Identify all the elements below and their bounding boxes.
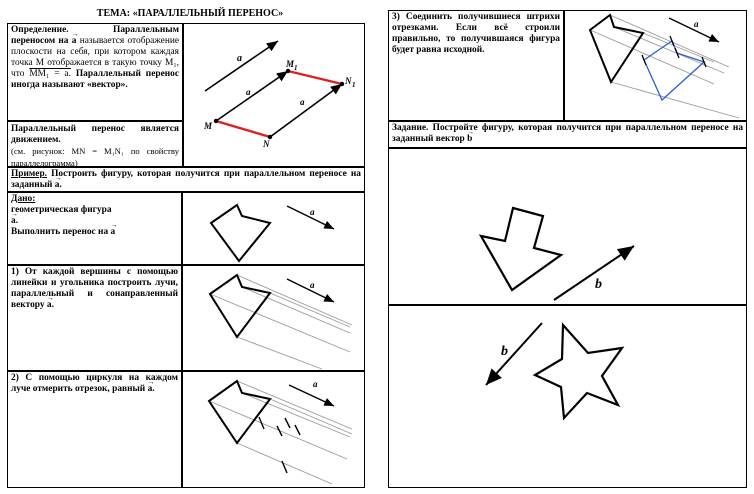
given-cell: Дано: геометрическая фигура a. Выполнить…	[7, 192, 182, 265]
task-figure1: b	[478, 206, 635, 301]
step2-figure: a	[207, 379, 353, 485]
step1-figure-cell	[182, 265, 365, 371]
step3-figure: a	[588, 13, 740, 119]
label-a-right: a	[300, 97, 305, 107]
step3-text: 3) Соединить получившиеся штрихи отрезка…	[392, 12, 560, 55]
step2-vector-a	[288, 384, 335, 407]
given-vector-a	[286, 205, 335, 230]
label-M1: M	[285, 59, 295, 69]
label-N1: N	[344, 76, 352, 86]
definition-text: Определение. Параллельным переносом на a…	[8, 24, 182, 92]
task-figure2: b	[485, 322, 625, 421]
step1-vector-a	[286, 278, 335, 303]
step1-shape	[208, 273, 272, 339]
movement-line2: (см. рисунок: MN = M₁N₁ по свойству пара…	[11, 146, 179, 168]
movement-cell: Параллельный перенос является движением.…	[7, 121, 183, 168]
parallelogram-figure-cell	[183, 23, 365, 167]
segment-MM1	[215, 70, 289, 122]
task-vector-b-label: b	[595, 277, 602, 292]
step3-original-shape	[588, 13, 645, 85]
task-vector-b	[553, 245, 635, 301]
task-vector-b-2-label: b	[501, 344, 508, 359]
label-a-mid: a	[246, 87, 251, 97]
vector-a-label: a	[237, 53, 242, 64]
given-task: Выполнить перенос на	[11, 227, 109, 237]
segment-NN1	[269, 83, 343, 138]
parallelogram-figure: a a a M N M 1 N 1	[203, 40, 356, 149]
step2-figure-cell	[182, 371, 365, 488]
step1-vector-a-label: a	[310, 280, 315, 290]
step2-shape	[207, 379, 272, 445]
step3-cell: 3) Соединить получившиеся штрихи отрезка…	[388, 10, 564, 121]
given-shape	[209, 203, 272, 263]
label-N: N	[262, 139, 270, 149]
task-vector-b-2	[485, 322, 543, 386]
example-text: Построить фигуру, которая получится при …	[11, 169, 361, 190]
step2-vector-a-label: a	[313, 379, 318, 389]
label-N1-sub: 1	[352, 81, 356, 89]
segment-MN	[215, 119, 271, 139]
step3-vector-a	[668, 17, 720, 43]
label-M: M	[203, 121, 213, 131]
step1-figure: a	[208, 273, 353, 370]
step3-translated-shape	[643, 40, 706, 102]
movement-line1: Параллельный перенос является движением.	[11, 124, 179, 145]
task-figure2-cell	[388, 305, 747, 488]
definition-cell: Определение. Параллельным переносом на a…	[7, 23, 183, 121]
given-line1: геометрическая фигура	[11, 205, 112, 215]
task-figure1-cell	[388, 148, 747, 305]
step2-text: 2) С помощью циркуля на каждом луче отме…	[11, 373, 178, 394]
step3-figure-cell	[564, 10, 747, 121]
task-cell: Задание. Постройте фигуру, которая получ…	[388, 121, 747, 148]
definition-formula: MM₁ = a.	[29, 69, 71, 79]
segment-M1N1	[287, 69, 343, 86]
task-arrow-shape	[478, 206, 564, 292]
vector-a-arrow	[204, 40, 279, 92]
step1-cell: 1) От каждой вершины с помощью линейки и…	[7, 265, 182, 371]
step2-cell: 2) С помощью циркуля на каждом луче отме…	[7, 371, 182, 488]
step3-vector-a-label: a	[694, 19, 699, 29]
given-head: Дано:	[11, 194, 36, 204]
label-M1-sub: 1	[294, 64, 298, 72]
example-cell: Пример. Построить фигуру, которая получи…	[7, 167, 365, 192]
given-vector-a-label: a	[310, 207, 315, 217]
given-line2: a.	[11, 209, 18, 227]
given-figure-cell	[182, 192, 365, 265]
page-title: ТЕМА: «ПАРАЛЛЕЛЬНЫЙ ПЕРЕНОС»	[96, 8, 284, 19]
task-star-shape	[532, 322, 625, 421]
given-figure: a	[209, 203, 335, 263]
task-lead: Задание.	[392, 123, 429, 133]
task-text: Постройте фигуру, которая получится при …	[392, 123, 744, 144]
example-lead: Пример.	[11, 169, 48, 179]
step1-text: 1) От каждой вершины с помощью линейки и…	[11, 267, 178, 310]
